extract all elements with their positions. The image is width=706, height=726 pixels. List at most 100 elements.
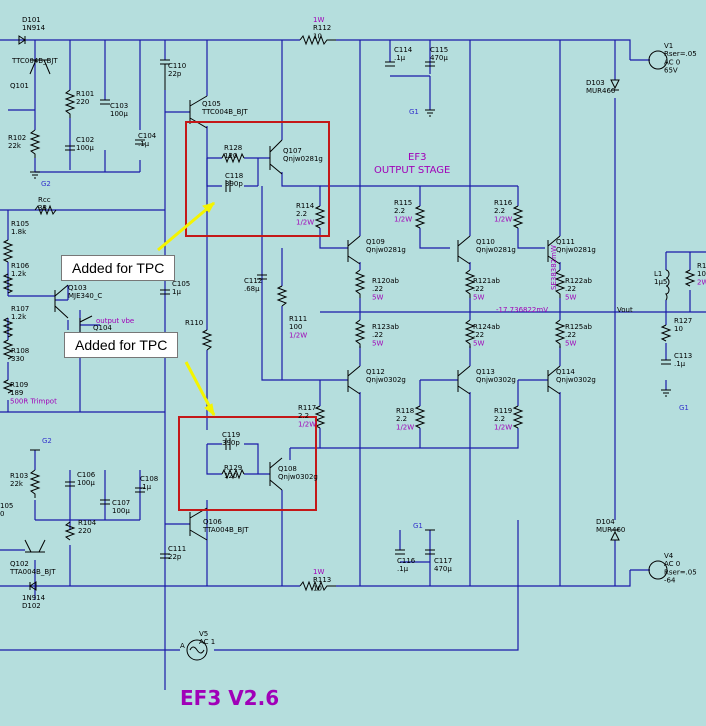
component-label-r112-line2: R112 bbox=[313, 24, 331, 32]
component-label-q110-line2: Qnjw0281g bbox=[476, 246, 516, 254]
component-label-r121ab-line3: 5W bbox=[473, 293, 484, 301]
ground-icon bbox=[661, 389, 671, 397]
resistor-R1xx bbox=[684, 269, 696, 287]
resistor-R109 bbox=[2, 379, 14, 394]
component-label-c117-line1: C117 bbox=[434, 557, 452, 565]
resistor-R111 bbox=[276, 285, 288, 307]
resistor-R115 bbox=[414, 205, 426, 229]
component-label-v1-line4: 65V bbox=[664, 67, 678, 75]
component-label-r102-line1: R102 bbox=[8, 134, 26, 142]
diode-D101 bbox=[18, 35, 26, 45]
tpc-highlight-box-lower bbox=[178, 416, 317, 511]
net-label-output-vbe: output vbe bbox=[96, 317, 134, 325]
callout-added-for-tpc-lower: Added for TPC bbox=[64, 332, 179, 358]
component-label-r106-line2: 1.2k bbox=[11, 270, 27, 278]
component-label-c108-line2: .1µ bbox=[140, 483, 152, 491]
transistor-Q102 bbox=[24, 539, 46, 553]
component-label-q103-line1: Q103 bbox=[68, 284, 87, 292]
component-label-q105-line1: Q105 bbox=[202, 100, 221, 108]
resistor-R103 bbox=[29, 469, 41, 498]
component-label-r111-line1: R111 bbox=[289, 315, 307, 323]
component-label-r119-line1: R119 bbox=[494, 407, 512, 415]
component-label-r117-line2: 2.2 bbox=[298, 412, 309, 420]
component-label-r113-line3: 10 bbox=[313, 584, 322, 592]
transistor-Q103 bbox=[54, 284, 69, 319]
component-label-c116-line2: .1µ bbox=[397, 565, 409, 573]
capacitor-C111 bbox=[160, 553, 170, 559]
capacitor-C102 bbox=[65, 145, 75, 151]
component-label-q114-line2: Qnjw0302g bbox=[556, 376, 596, 384]
callout-added-for-tpc-upper: Added for TPC bbox=[61, 255, 176, 281]
component-label-v5-line2: AC 1 bbox=[199, 638, 215, 646]
resistor-R116 bbox=[512, 205, 524, 229]
ground-label: G2 bbox=[41, 180, 51, 188]
component-label-rcc-line1: Rcc bbox=[38, 196, 51, 204]
component-label-r118-line3: 1/2W bbox=[396, 423, 414, 431]
component-label-q112-line2: Qnjw0302g bbox=[366, 376, 406, 384]
resistor-R117 bbox=[314, 405, 326, 429]
component-label-c104-line2: .1µ bbox=[138, 140, 150, 148]
capacitor-C110 bbox=[160, 59, 170, 90]
component-label-r117-line1: R117 bbox=[298, 404, 316, 412]
resistor-R112 bbox=[299, 34, 336, 46]
transistor-Q108 bbox=[269, 457, 283, 491]
component-label-q111-line1: Q111 bbox=[556, 238, 575, 246]
component-label-r122ab-line2: .22 bbox=[565, 285, 576, 293]
resistor-R119 bbox=[512, 405, 524, 429]
component-label-r120ab-line2: .22 bbox=[372, 285, 383, 293]
transistor-Q101 bbox=[29, 59, 51, 75]
component-label-c115-line1: C115 bbox=[430, 46, 448, 54]
resistor-R101 bbox=[64, 89, 76, 118]
component-label-r108-line2: 330 bbox=[11, 355, 24, 363]
stage-title-line1: EF3 bbox=[408, 152, 426, 163]
component-label-d104-line2: MUR460 bbox=[596, 526, 625, 534]
component-label-v1-line2: Rser=.05 bbox=[664, 50, 697, 58]
component-label-c114-line2: .1µ bbox=[394, 54, 406, 62]
resistor-Rcc bbox=[34, 204, 57, 216]
resistor-R121ab bbox=[464, 269, 476, 298]
tpc-highlights bbox=[157, 121, 330, 511]
component-label-d102-line2: D102 bbox=[22, 602, 41, 610]
component-label-r112-line3: 10 bbox=[313, 32, 322, 40]
component-label-r115-line2: 2.2 bbox=[394, 207, 405, 215]
component-label-r118-line2: 2.2 bbox=[396, 415, 407, 423]
component-label-c114-line1: C114 bbox=[394, 46, 413, 54]
component-label-r114-line3: 1/2W bbox=[296, 218, 314, 226]
resistor-R108 bbox=[2, 339, 14, 360]
component-label-l1-line1: L1 bbox=[654, 270, 662, 278]
component-label-r104-line2: 220 bbox=[78, 527, 91, 535]
capacitor-C119 bbox=[225, 438, 231, 450]
component-label-q109-line1: Q109 bbox=[366, 238, 385, 246]
component-label-c105-line2: 1µ bbox=[172, 288, 181, 296]
stage-title-group: EF3 OUTPUT STAGE bbox=[374, 152, 450, 176]
component-label-r123ab-line2: .22 bbox=[372, 331, 383, 339]
component-label-c107-line2: 100µ bbox=[112, 507, 130, 515]
component-symbols bbox=[2, 34, 696, 661]
component-label-c118-line2: 390p bbox=[225, 180, 243, 188]
component-label-r105-line1: R105 bbox=[11, 220, 29, 228]
component-label-c111-line1: C111 bbox=[168, 545, 186, 553]
component-label-c116-line1: C116 bbox=[397, 557, 416, 565]
component-label-r109-line1: R109 bbox=[10, 381, 28, 389]
ground-label: G1 bbox=[679, 404, 689, 412]
component-label-r123ab-line1: R123ab bbox=[372, 323, 400, 331]
schematic-title: EF3 V2.6 bbox=[180, 686, 279, 710]
resistor-R127 bbox=[660, 324, 672, 342]
source-V4 bbox=[648, 560, 668, 580]
transistor-Q107 bbox=[269, 139, 283, 175]
probe-side-label: SE38382mW bbox=[550, 245, 558, 290]
component-label-d103-line1: D103 bbox=[586, 79, 605, 87]
capacitor-C114 bbox=[385, 61, 395, 67]
component-label-q114-line1: Q114 bbox=[556, 368, 575, 376]
resistor-R106 bbox=[2, 273, 14, 294]
component-label-r106-line1: R106 bbox=[11, 262, 30, 270]
component-label-q111-line2: Qnjw0281g bbox=[556, 246, 596, 254]
resistor-R110 bbox=[201, 329, 213, 351]
component-label-r107-line2: 1.2k bbox=[11, 313, 27, 321]
component-label-r105-line2: 1.8k bbox=[11, 228, 27, 236]
capacitor-C112 bbox=[257, 274, 267, 280]
component-label-r107-line1: R107 bbox=[11, 305, 29, 313]
component-label-r114-line1: R114 bbox=[296, 202, 315, 210]
component-label-q107-line2: Qnjw0281g bbox=[283, 155, 323, 163]
